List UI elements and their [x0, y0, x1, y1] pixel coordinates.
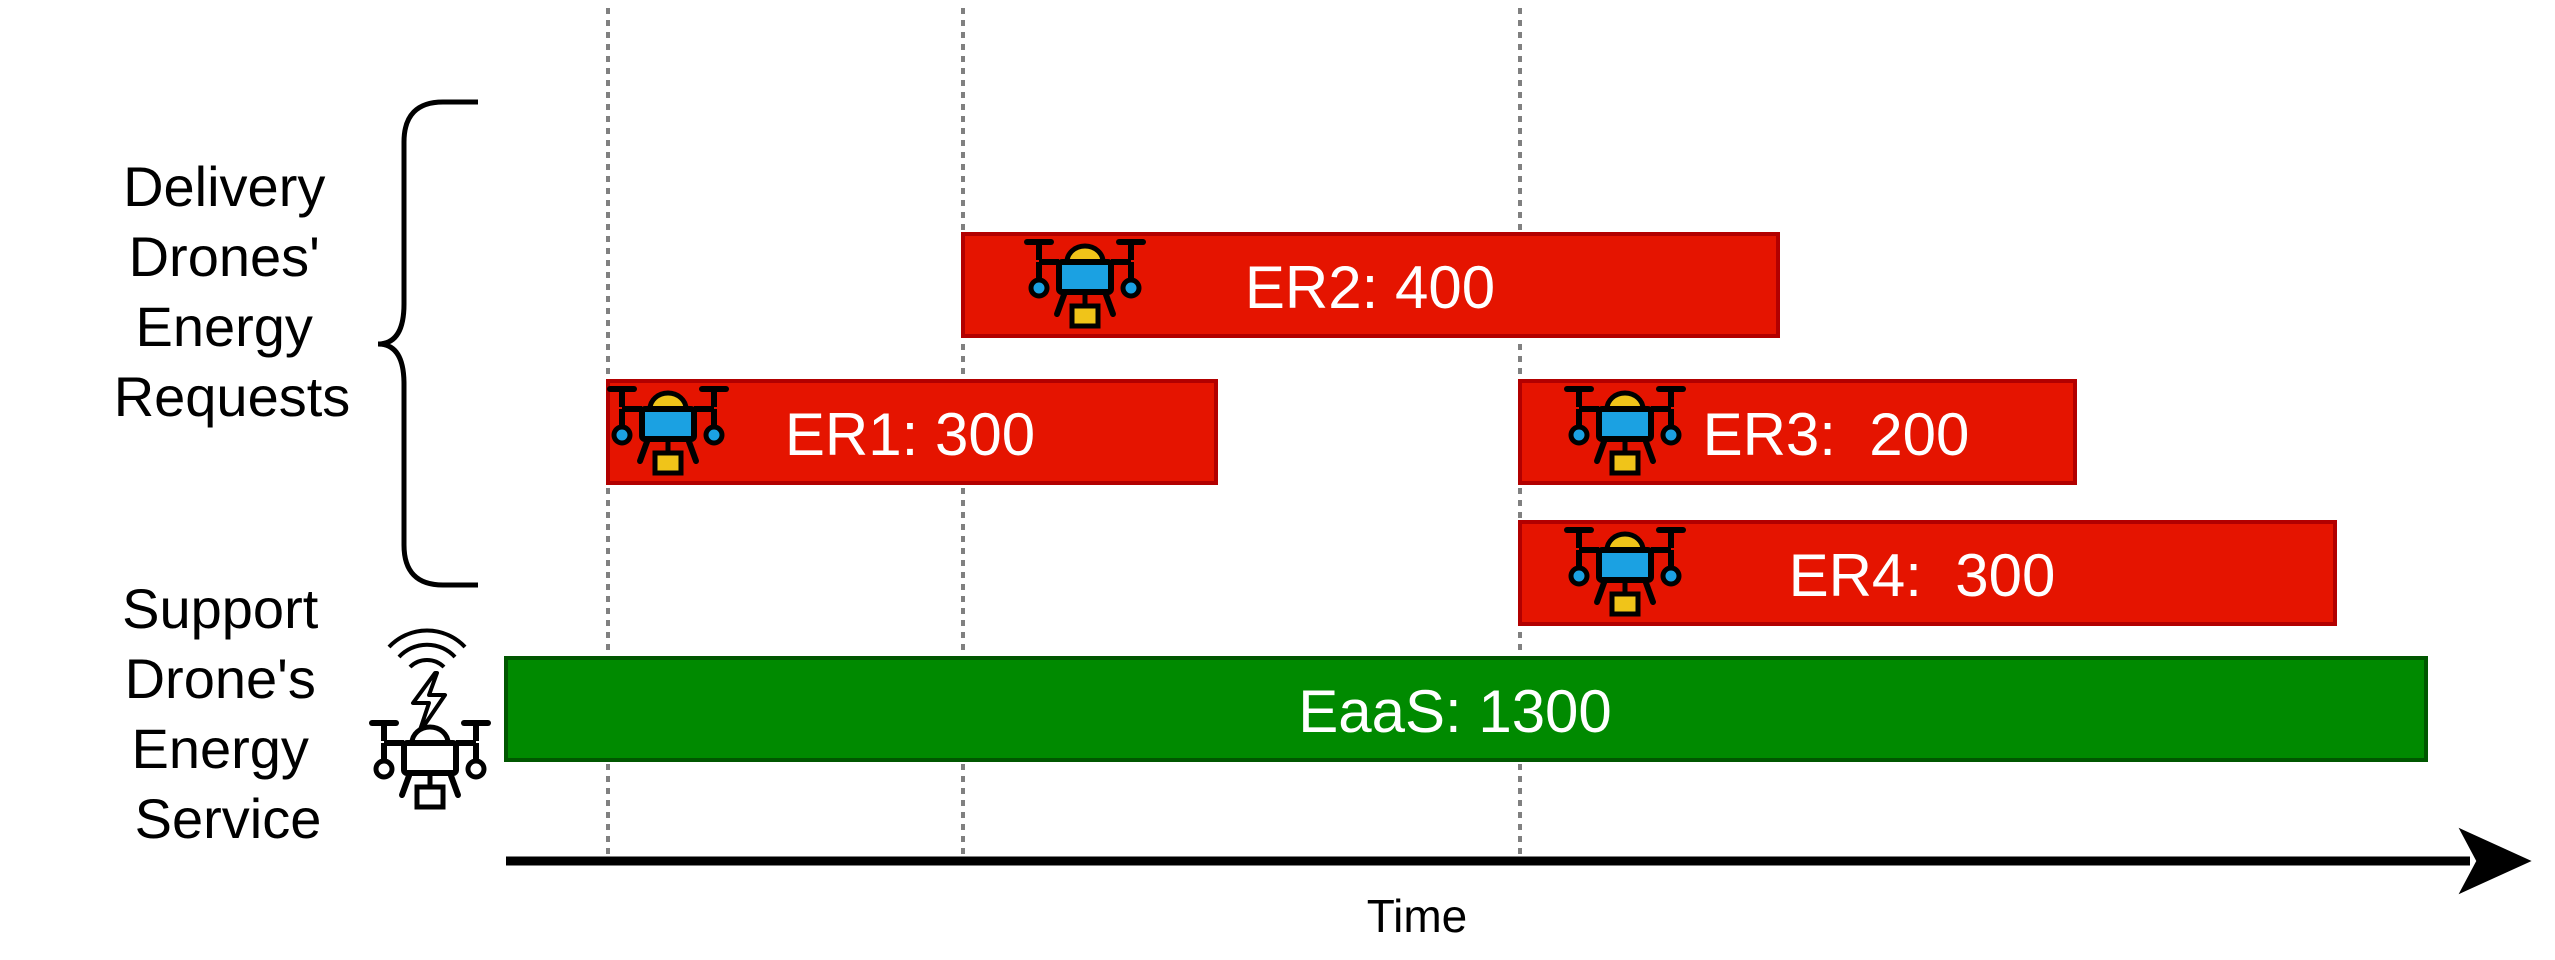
- delivery-label-line-3: Energy: [136, 295, 313, 358]
- requests-brace: [377, 99, 478, 588]
- delivery-label-line-2: Drones': [129, 225, 320, 288]
- eaas-label: EaaS: 1300: [1298, 678, 1612, 745]
- er4-bar: [1518, 520, 2337, 626]
- support-label-line-3: Energy: [132, 717, 309, 780]
- er4-label: ER4: 300: [1789, 542, 2056, 609]
- er1-label: ER1: 300: [785, 401, 1035, 468]
- er3-label: ER3: 200: [1703, 401, 1970, 468]
- support-drone-icon: [372, 723, 488, 807]
- eaas-bar: [504, 656, 2428, 762]
- time-axis-label: Time: [1367, 890, 1468, 942]
- er2-label: ER2: 400: [1245, 254, 1495, 321]
- delivery-label-line-4: Requests: [114, 365, 351, 428]
- delivery-label-line-1: Delivery: [123, 155, 325, 218]
- support-label: Support Drone's Energy Service: [122, 577, 334, 850]
- time-axis-arrowhead: [2458, 827, 2532, 895]
- support-label-line-4: Service: [135, 787, 322, 850]
- wireless-energy-icon: [387, 628, 467, 735]
- delivery-label: Delivery Drones' Energy Requests: [114, 155, 351, 428]
- support-label-line-2: Drone's: [125, 647, 316, 710]
- support-label-line-1: Support: [122, 577, 319, 640]
